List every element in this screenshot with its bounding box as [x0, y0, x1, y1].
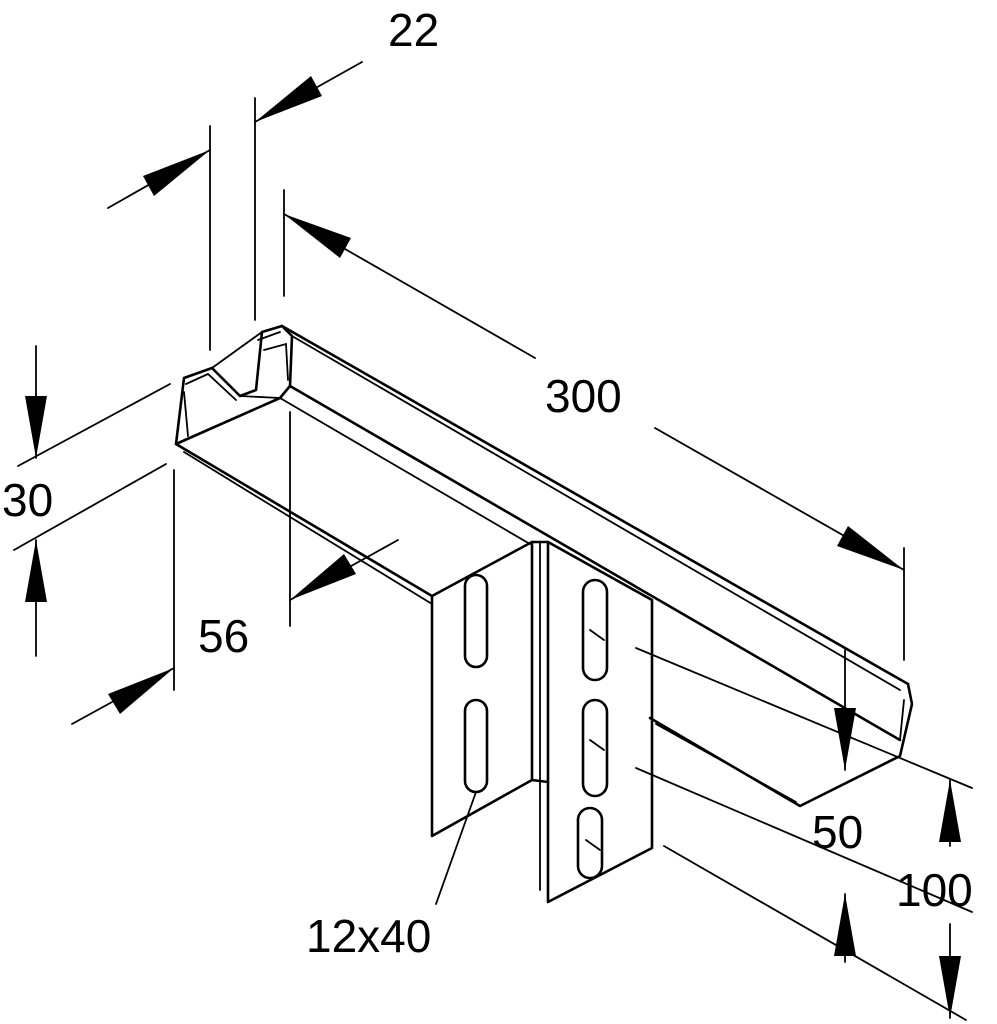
arrowhead — [939, 780, 961, 842]
dimension-30: 30 — [2, 345, 171, 657]
extension-line — [13, 463, 167, 551]
dimension-50-label: 50 — [812, 806, 863, 858]
dimension-100: 100 — [663, 779, 973, 1021]
arrowhead — [939, 956, 961, 1018]
upright-right-plate — [546, 540, 654, 904]
slot-right-lower — [576, 806, 604, 880]
slot-size-label: 12x40 — [306, 910, 431, 962]
slot-left-lower — [463, 698, 489, 794]
channel-inner-lip-right — [257, 331, 289, 381]
slot-depth-lines — [585, 629, 605, 851]
extension-line — [635, 767, 973, 913]
channel-lip-edge — [211, 331, 281, 399]
arrowhead — [255, 76, 322, 122]
slot-left-upper — [463, 573, 489, 669]
dimension-22: 22 — [107, 4, 439, 351]
arrowhead — [284, 214, 351, 258]
arrowhead — [143, 150, 210, 196]
slot-right-upper — [581, 578, 609, 682]
dimension-50: 50 — [635, 647, 973, 963]
channel-end-profile — [174, 324, 294, 446]
arrowhead — [837, 526, 904, 570]
t-section-upright — [430, 540, 654, 904]
slot-size-callout: 12x40 — [306, 791, 477, 962]
upright-fold-line — [531, 541, 549, 891]
leader-line — [435, 791, 477, 905]
arrowhead — [25, 396, 47, 458]
arrowhead — [834, 708, 856, 770]
extension-line — [663, 845, 967, 1021]
c-channel-profile — [174, 324, 914, 808]
dimension-300-label: 300 — [545, 370, 622, 422]
arrowhead — [834, 894, 856, 956]
arrowhead — [25, 540, 47, 602]
channel-bottom-inner — [183, 451, 433, 605]
dimension-56: 56 — [71, 411, 399, 725]
slot-right-middle — [581, 698, 609, 798]
upright-left-plate — [430, 540, 534, 838]
channel-bottom-far — [648, 682, 914, 808]
dimension-56-label: 56 — [198, 610, 249, 662]
arrowhead — [290, 554, 356, 600]
arrowhead — [108, 668, 174, 714]
channel-web-inner — [279, 397, 531, 545]
extension-line — [17, 383, 171, 467]
channel-top-edge-inner — [291, 335, 901, 691]
dimension-30-label: 30 — [2, 474, 53, 526]
channel-web-top — [288, 384, 902, 742]
dimension-100-label: 100 — [896, 864, 973, 916]
dimension-300: 300 — [283, 189, 905, 661]
channel-inner-lip-left — [183, 372, 237, 437]
channel-top-edge — [280, 324, 910, 686]
channel-far-end-detail — [655, 699, 905, 803]
channel-bottom-edge — [174, 442, 434, 598]
dimension-22-label: 22 — [388, 4, 439, 56]
extension-line — [635, 647, 973, 789]
